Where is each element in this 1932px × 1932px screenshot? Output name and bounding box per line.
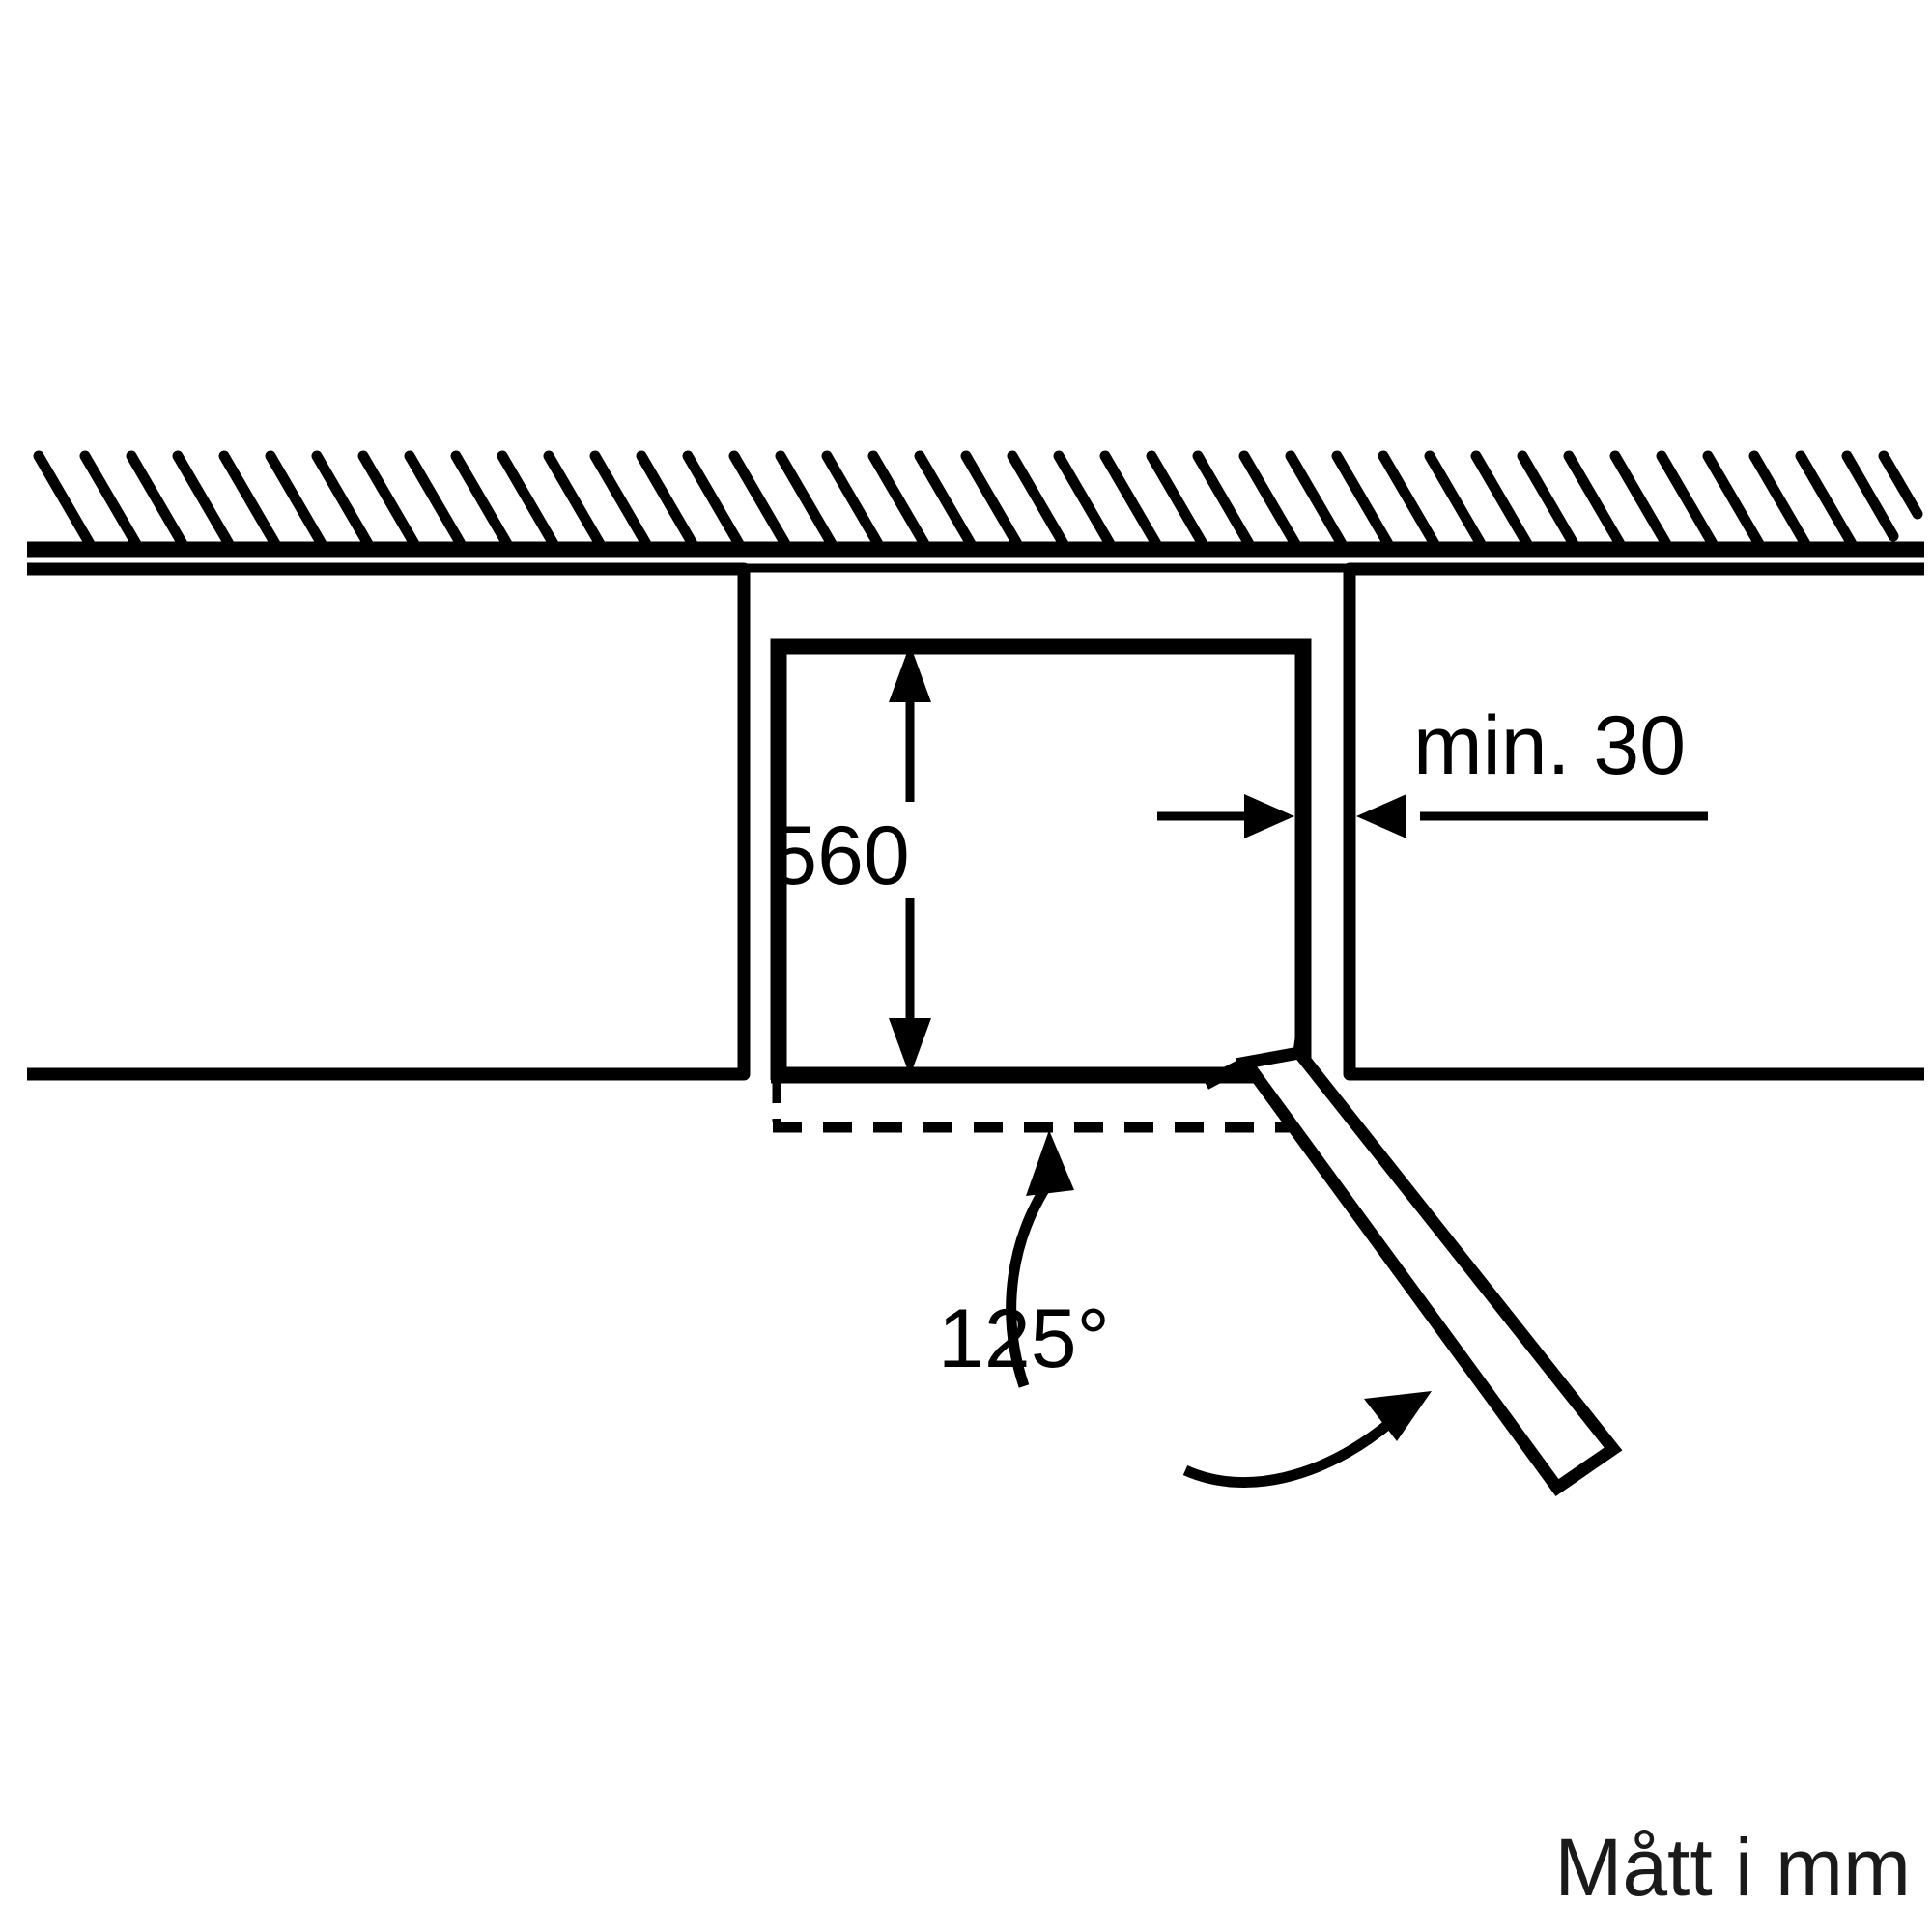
dimension-560: 560	[771, 644, 931, 1076]
door-closed-reference	[772, 1082, 1302, 1133]
right-cabinet-block	[1343, 562, 1924, 1081]
dimension-angle-125: 125°	[938, 1130, 1432, 1488]
arrowhead-up-icon	[889, 644, 931, 702]
door-panel-open	[1202, 1023, 1623, 1496]
left-cabinet-block	[27, 562, 751, 1081]
units-caption: Mått i mm	[1554, 1822, 1911, 1913]
dimension-min-30: min. 30	[1157, 699, 1708, 838]
ceiling-hatch-lines	[33, 450, 1923, 550]
arrowhead-right-icon	[1244, 794, 1294, 838]
dimension-angle-125-label: 125°	[938, 1293, 1110, 1385]
dimension-560-label: 560	[771, 810, 910, 902]
ceiling-hatching-group	[27, 450, 1924, 573]
arrowhead-down-icon	[889, 1018, 931, 1076]
arrowhead-angle-left-icon	[1026, 1130, 1074, 1196]
arrowhead-left-icon	[1356, 794, 1406, 838]
dimension-min-30-label: min. 30	[1413, 699, 1686, 792]
arrowhead-angle-right-icon	[1364, 1391, 1432, 1441]
